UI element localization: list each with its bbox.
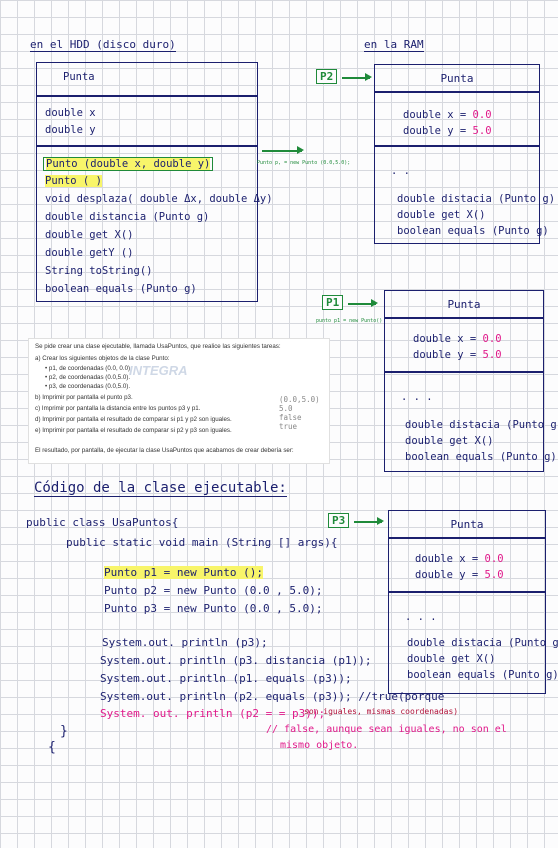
- ram-header: en la RAM: [364, 38, 424, 52]
- exercise-item-a: a) Crear los siguientes objetos de la cl…: [35, 355, 170, 362]
- ram-p3-method-getx: double get X(): [407, 653, 496, 665]
- ram-p1-x: double x = 0.0: [413, 333, 502, 345]
- ram-p3-x: double x = 0.0: [415, 553, 504, 565]
- ram-p3-title: Punta: [450, 518, 484, 531]
- ram-p1-method-getx: double get X(): [405, 435, 494, 447]
- code-line-p2: Punto p2 = new Punto (0.0 , 5.0);: [104, 584, 323, 597]
- uml-class-name: Punta: [63, 71, 95, 83]
- code-line-main: public static void main (String [] args)…: [66, 536, 338, 549]
- ram-p2-method-getx: double get X(): [397, 209, 486, 221]
- ram-p2-method-distancia: double distacia (Punto g): [397, 193, 556, 205]
- code-close-brace-2: {: [48, 740, 56, 755]
- ram-p2-y: double y = 5.0: [403, 125, 492, 137]
- ram-p1-dots: . . .: [401, 391, 433, 403]
- exercise-item-e: e) Imprimir por pantalla el resultado de…: [35, 427, 232, 434]
- exercise-intro: Se pide crear una clase ejecutable, llam…: [35, 343, 281, 350]
- uml-method-equals: boolean equals (Punto g): [45, 283, 197, 295]
- exercise-item-p2: • p2, de coordenadas (0.0,5.0).: [45, 374, 131, 381]
- ram-object-p3: Punta double x = 0.0 double y = 5.0 . . …: [388, 510, 558, 694]
- ram-p2-title: Punta: [440, 72, 474, 85]
- label-p1: P1: [322, 295, 344, 310]
- integra-watermark: INTEGRA: [129, 363, 188, 378]
- code-line-print-equals-p1p3: System.out. println (p1. equals (p3));: [100, 672, 352, 685]
- exercise-item-d: d) Imprimir por pantalla el resultado de…: [35, 416, 232, 423]
- ram-p3-y: double y = 5.0: [415, 569, 504, 581]
- ram-p1-title: Punta: [447, 298, 481, 311]
- code-line-print-distancia: System.out. println (p3. distancia (p1))…: [100, 654, 372, 667]
- ram-p1-method-distancia: double distacia (Punto g): [405, 419, 558, 431]
- exercise-item-c: c) Imprimir por pantalla la distancia en…: [35, 405, 201, 412]
- label-p2: P2: [316, 69, 338, 84]
- code-close-brace-1: }: [60, 724, 68, 739]
- exercise-footer: El resultado, por pantalla, de ejecutar …: [35, 447, 294, 454]
- code-line-print-p3: System.out. println (p3);: [102, 636, 268, 649]
- code-line-p3: Punto p3 = new Punto (0.0 , 5.0);: [104, 602, 323, 615]
- uml-method-gety: double getY (): [45, 247, 134, 259]
- uml-attr-y: double y: [45, 124, 96, 136]
- code-line-class: public class UsaPuntos{: [26, 516, 179, 529]
- uml-method-tostring: String toString(): [45, 265, 153, 277]
- uml-method-distancia: double distancia (Punto g): [45, 211, 210, 223]
- ram-p3-method-equals: boolean equals (Punto g): [407, 669, 558, 681]
- exercise-item-b: b) Imprimir por pantalla el punto p3.: [35, 394, 133, 401]
- ram-p2-dots: . .: [391, 165, 410, 177]
- ram-p2-method-equals: boolean equals (Punto g): [397, 225, 549, 237]
- ram-object-p2: Punta double x = 0.0 double y = 5.0 . . …: [374, 64, 555, 244]
- exercise-item-p1: • p1, de coordenadas (0.0, 0.0).: [45, 365, 132, 372]
- uml-class-box: Punta double x double y Punto (double x,…: [36, 62, 273, 302]
- expected-output: (0.0,5.0) 5.0 false true: [279, 395, 320, 431]
- uml-attr-x: double x: [45, 107, 96, 119]
- ram-p3-dots: . . .: [405, 611, 437, 623]
- note-false: // false, aunque sean iguales, no son el: [266, 724, 507, 735]
- constructor-note: Punto p, = new Punto (0.0,5.0);: [257, 160, 351, 166]
- uml-method-constructor-xy: Punto (double x, double y): [43, 157, 214, 171]
- ram-object-p1: Punta double x = 0.0 double y = 5.0 . . …: [384, 290, 558, 472]
- output-line-3: false: [279, 413, 302, 422]
- p1-note: punto p1 = new Punto(): [316, 318, 383, 324]
- uml-method-getx: double get X(): [45, 229, 134, 241]
- p1-arrow: [348, 299, 378, 307]
- label-p3: P3: [328, 513, 350, 528]
- exercise-item-p3: • p3, de coordenadas (0.0,5.0).: [45, 383, 131, 390]
- p3-arrow: [354, 517, 384, 525]
- ram-p3-method-distancia: double distacia (Punto g): [407, 637, 558, 649]
- ram-p1-method-equals: boolean equals (Punto g): [405, 451, 557, 463]
- ram-p1-y: double y = 5.0: [413, 349, 502, 361]
- note-true: son iguales, mismas coordenadas): [304, 707, 459, 716]
- uml-method-desplaza: void desplaza( double Δx, double Δy): [45, 193, 273, 205]
- uml-method-constructor-empty: Punto ( ): [45, 175, 102, 187]
- output-line-1: (0.0,5.0): [279, 395, 320, 404]
- code-line-p1: Punto p1 = new Punto ();: [104, 566, 263, 579]
- output-line-4: true: [279, 422, 298, 431]
- code-heading: Código de la clase ejecutable:: [34, 480, 287, 497]
- code-line-print-equals-p2p3: System.out. println (p2. equals (p3)); /…: [100, 690, 445, 703]
- constructor-arrow: [262, 146, 304, 154]
- output-line-2: 5.0: [279, 404, 293, 413]
- p2-arrow: [342, 73, 372, 81]
- hdd-header: en el HDD (disco duro): [30, 38, 176, 52]
- exercise-statement-image: Se pide crear una clase ejecutable, llam…: [28, 338, 330, 464]
- note-false-2: mismo objeto.: [280, 740, 359, 751]
- code-line-print-identity: System. out. println (p2 = = p3));: [100, 707, 326, 720]
- ram-p2-x: double x = 0.0: [403, 109, 492, 121]
